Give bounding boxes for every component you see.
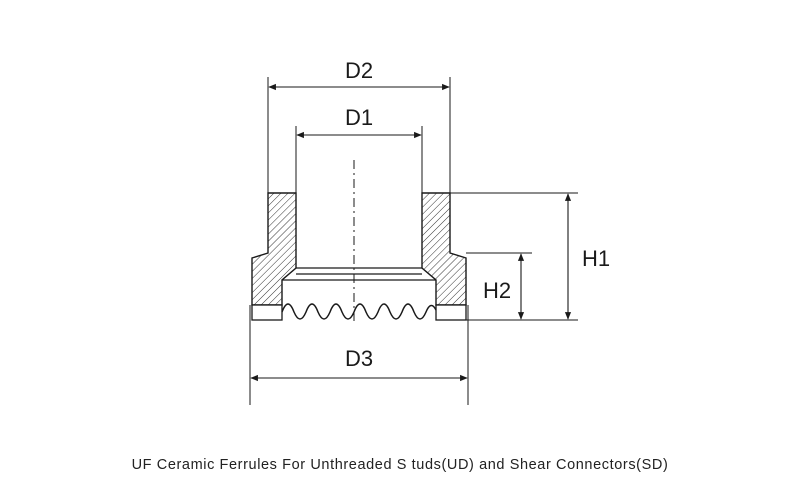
d2-label: D2 — [345, 58, 373, 83]
left-wall-section — [251, 192, 297, 306]
extension-lines — [249, 77, 578, 405]
h1-label: H1 — [582, 246, 610, 271]
d1-label: D1 — [345, 105, 373, 130]
h2-label: H2 — [483, 278, 511, 303]
figure-caption: UF Ceramic Ferrules For Unthreaded S tud… — [131, 457, 669, 473]
right-wall-section — [421, 192, 467, 306]
base-flanges — [251, 304, 467, 321]
wavy-bottom-edge — [281, 303, 437, 320]
d3-label: D3 — [345, 346, 373, 371]
inner-recess — [282, 267, 436, 281]
